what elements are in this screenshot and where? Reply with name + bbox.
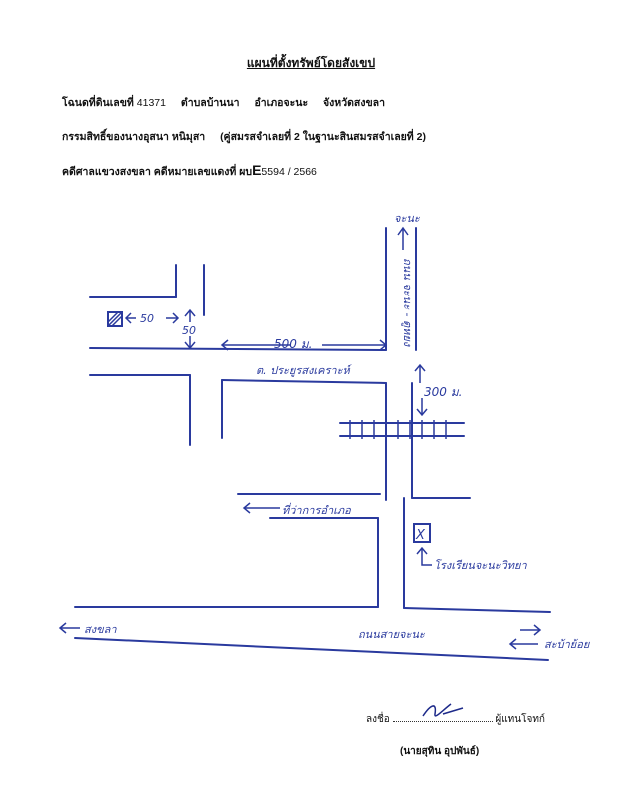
deed-district: อำเภอจะนะ [254,97,309,109]
deed-number: 41371 [136,97,166,109]
arrow-up-school-icon [416,546,432,566]
signature-role: ผู้แทนโจทก์ [495,714,545,725]
ownership-text: กรรมสิทธิ์ของนางอุสนา หนิมุสา [62,131,206,143]
arrow-up-50-icon [184,308,196,322]
label-main-road: ถนนสายจะนะ [358,628,426,641]
label-soi: ต. ประยูรสงเคราะห์ [256,364,353,377]
signature-scribble-icon [421,703,463,717]
label-300: 300 ม. [424,385,462,399]
arrow-left-50-icon [124,312,136,324]
label-songkhla: สงขลา [84,623,117,636]
label-sabayoi: สะบ้าย้อย [544,638,591,651]
ownership-line: กรรมสิทธิ์ของนางอุสนา หนิมุสา (คู่สมรสจำ… [62,128,426,145]
ownership-note: (คู่สมรสจำเลยที่ 2 ในฐานะสินสมรสจำเลยที่… [220,131,426,143]
main-road-upper-right [403,607,551,613]
road-horizontal-upper [89,347,387,351]
location-map: จะนะ ถนน จะนะ - ตูหยง 500 ม. 50 50 ต. ปร… [58,212,591,661]
signature-field [392,703,493,722]
arrow-right-500-icon [322,339,388,351]
signer-name: (นายสุทิน อุปพันธ์) [400,746,480,757]
arrow-left-500-icon [220,339,290,351]
label-500: 500 ม. [274,337,312,351]
arrow-left-songkhla-icon [58,622,80,634]
target-plot-icon [413,523,431,543]
main-road-lower [74,637,549,661]
signature-line: ลงชื่อ ผู้แทนโจทก์ [366,703,545,727]
deed-province: จังหวัดสงขลา [323,97,385,109]
label-road-vertical: ถนน จะนะ - ตูหยง [401,258,414,348]
case-text: คดีศาลแขวงสงขลา คดีหมายเลขแดงที่ ผบ [62,166,253,178]
label-jana-top: จะนะ [394,212,421,225]
label-mark: X [415,528,426,543]
road-horizontal-lower-right [221,379,387,384]
arrow-left-sabayoi-icon [508,638,538,650]
label-school: โรงเรียนจะนะวิทยา [434,559,527,572]
arrow-down-50-icon [184,336,196,350]
railway-ties [349,420,447,439]
signature-label: ลงชื่อ [366,714,390,725]
arrow-up-jana-icon [397,226,409,250]
label-50-horizontal: 50 [140,312,154,325]
deed-subdistrict: ตำบลบ้านนา [180,97,240,109]
arrow-up-300-icon [414,363,426,383]
deed-label: โฉนดที่ดินเลขที่ [62,97,134,109]
label-50-vertical: 50 [182,324,196,337]
case-code-letter: E [252,162,262,178]
arrow-right-50-icon [166,312,180,324]
page-title: แผนที่ตั้งทรัพย์โดยสังเขป [246,56,376,70]
arrow-left-office-icon [242,502,280,514]
map-arrows [58,226,542,650]
arrow-right-main-icon [520,624,542,636]
deed-line: โฉนดที่ดินเลขที่ 41371 ตำบลบ้านนา อำเภอจ… [62,94,385,111]
arrow-down-300-icon [416,398,428,417]
case-line: คดีศาลแขวงสงขลา คดีหมายเลขแดงที่ ผบE5594… [62,162,317,180]
case-code-number: 5594 / 2566 [261,166,317,178]
label-district-office: ที่ว่าการอำเภอ [282,502,351,517]
hatched-plot-icon [107,311,123,327]
